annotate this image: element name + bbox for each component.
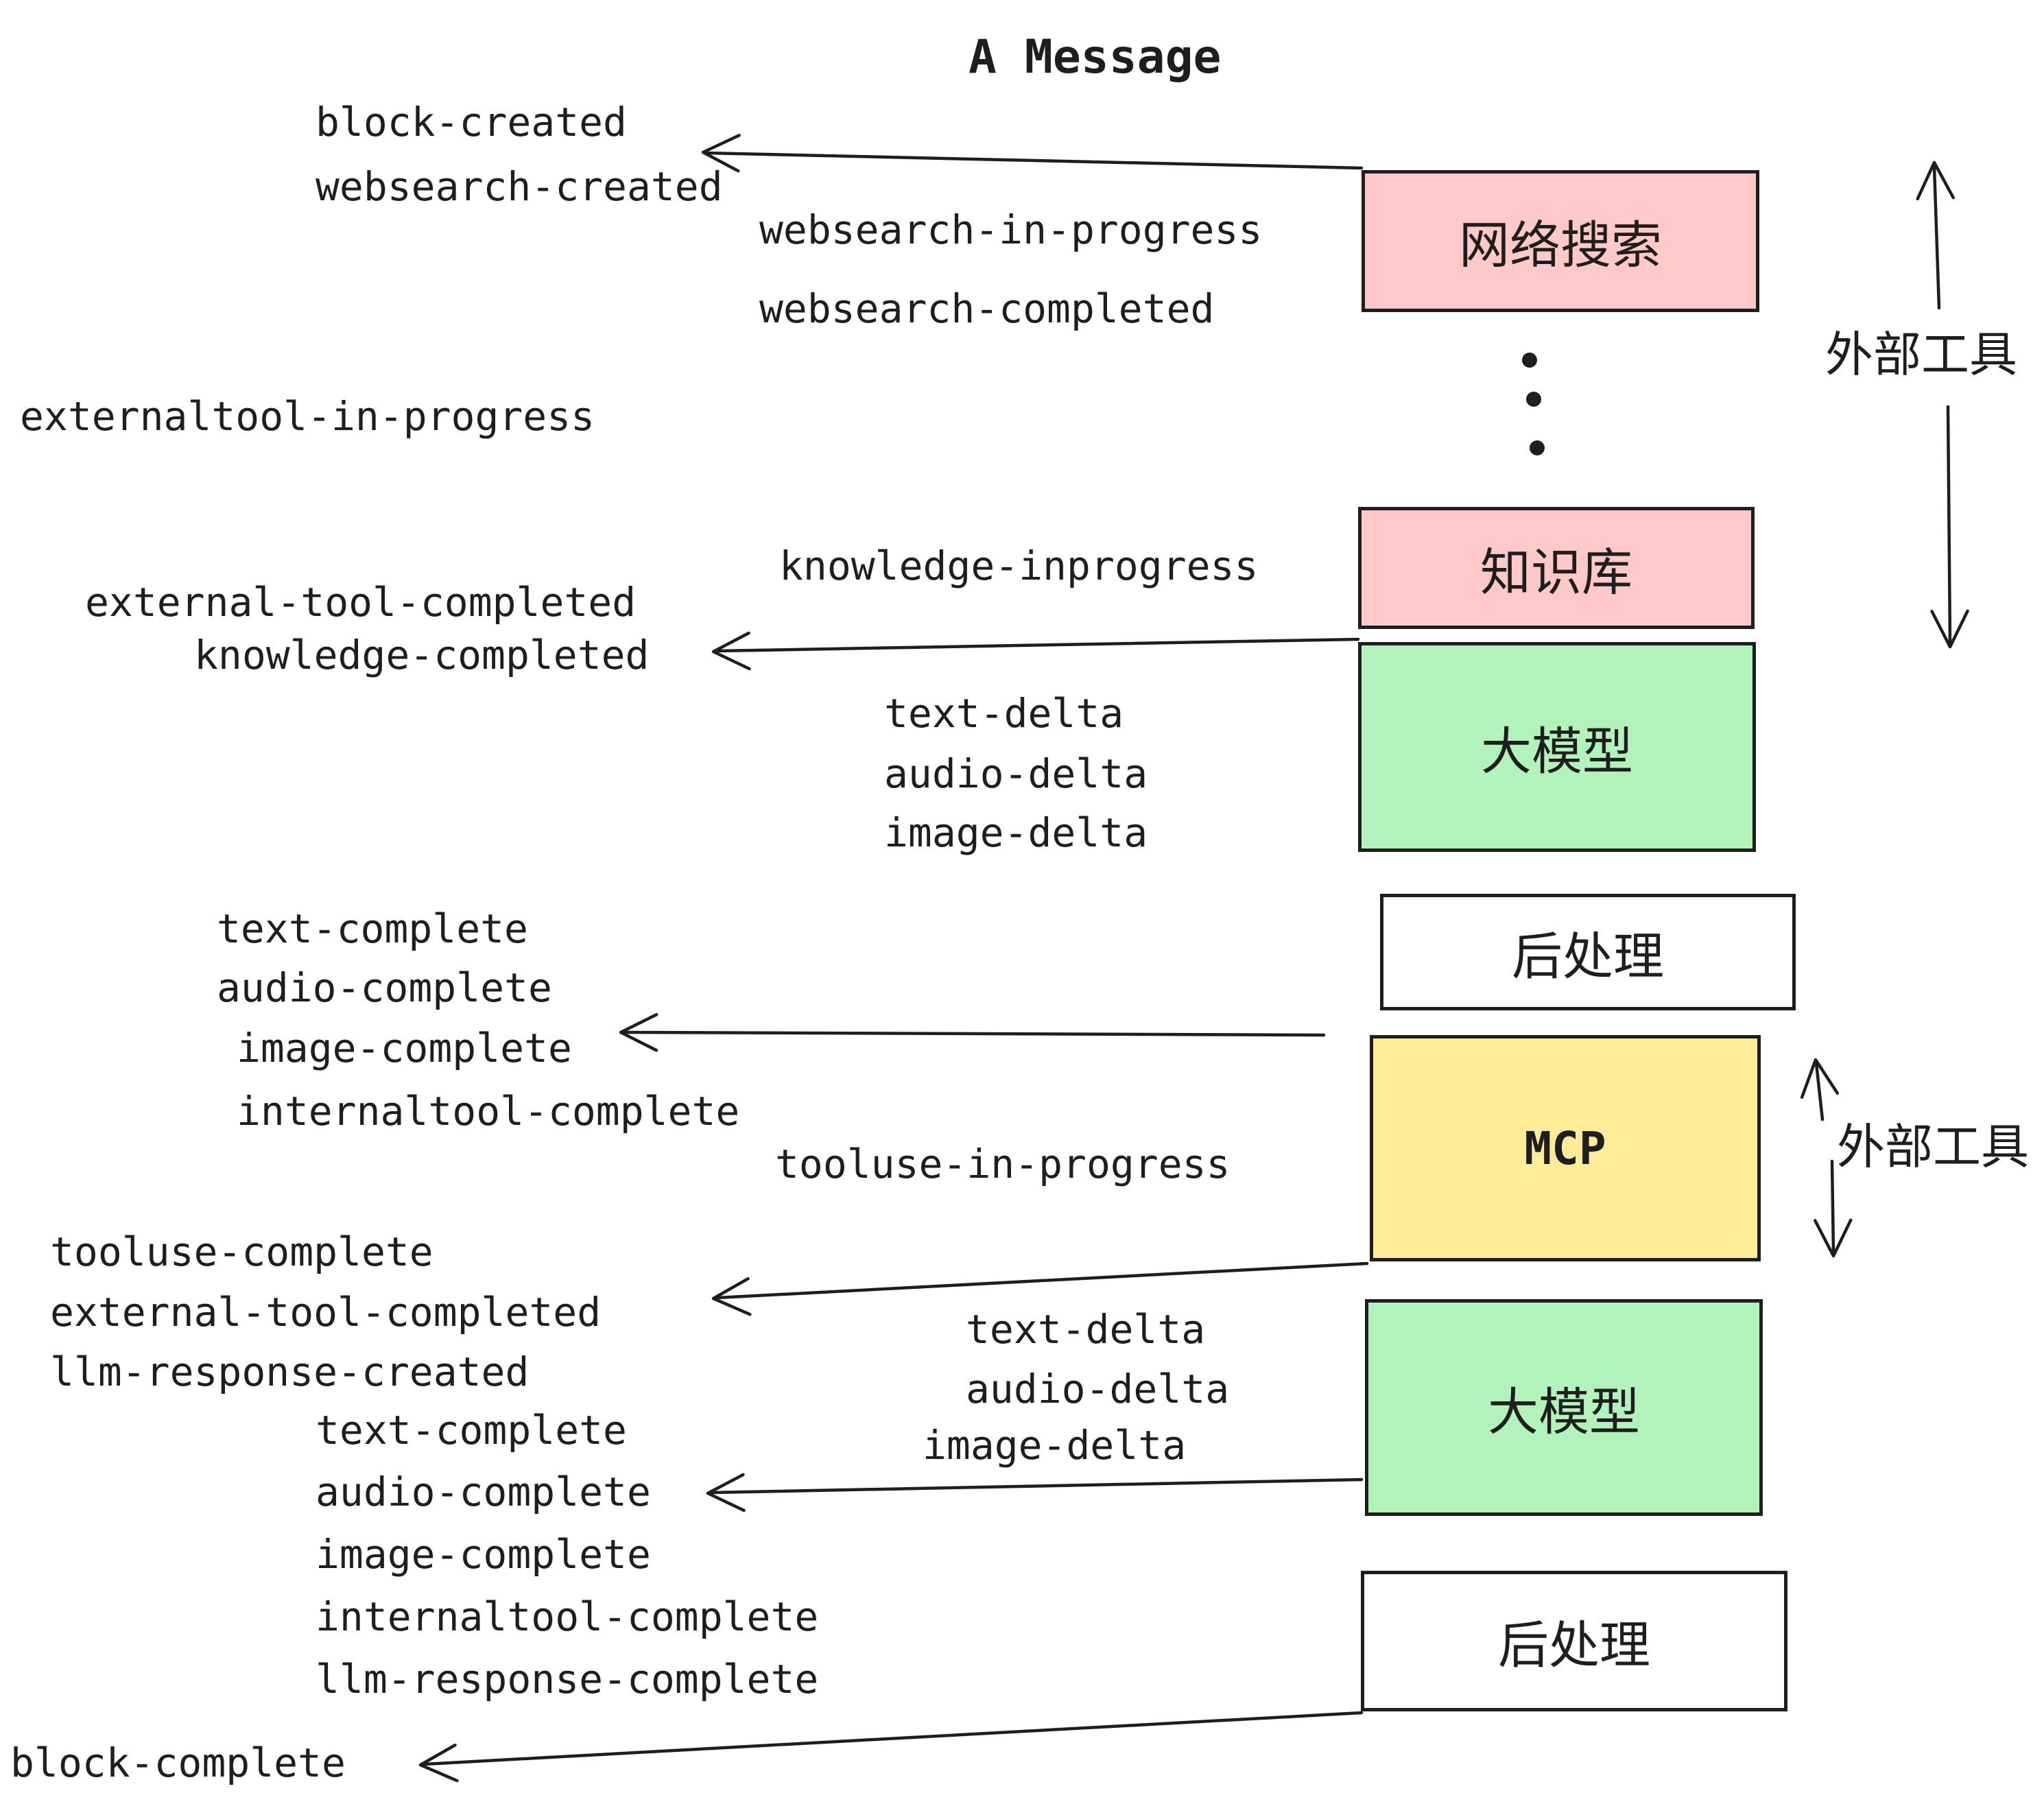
event-label-external-tool-completed-2: external-tool-completed xyxy=(50,1289,602,1336)
event-label-block-complete: block-complete xyxy=(10,1740,346,1786)
arrow-llm-to-complete xyxy=(706,1473,1364,1512)
flow-box-mcp-label: MCP xyxy=(1524,1121,1606,1175)
arrow-mcp-to-tooluse-complete xyxy=(711,1261,1369,1316)
event-label-text-complete-2: text-complete xyxy=(316,1407,627,1453)
double-arrow-external-tools-2 xyxy=(1800,1058,1853,1258)
flow-box-llm-1-label: 大模型 xyxy=(1481,722,1633,781)
event-label-text-complete-1: text-complete xyxy=(217,905,528,952)
event-label-audio-complete-2: audio-complete xyxy=(316,1469,651,1515)
arrow-knowledge-to-completed xyxy=(711,631,1360,671)
event-label-text-delta-2: text-delta xyxy=(966,1306,1206,1353)
diagram-title: A Message xyxy=(968,30,1222,84)
arrow-postprocess-to-complete xyxy=(619,1012,1326,1052)
event-label-audio-delta-1: audio-delta xyxy=(884,750,1148,797)
event-label-audio-complete-1: audio-complete xyxy=(217,964,552,1011)
flow-box-websearch-label: 网络搜索 xyxy=(1459,216,1662,275)
flow-box-llm-2-label: 大模型 xyxy=(1488,1382,1640,1442)
event-label-image-complete-2: image-complete xyxy=(316,1531,651,1578)
event-label-image-delta-2: image-delta xyxy=(923,1422,1187,1469)
event-label-tooluse-complete: tooluse-complete xyxy=(50,1229,433,1275)
flow-box-postprocess-1: 后处理 xyxy=(1380,894,1796,1010)
arrow-websearch-to-created xyxy=(701,134,1364,173)
flow-box-llm-2: 大模型 xyxy=(1365,1299,1763,1516)
event-label-websearch-created: websearch-created xyxy=(316,163,723,210)
flow-box-knowledge: 知识库 xyxy=(1358,507,1755,629)
event-label-internaltool-complete-1: internaltool-complete xyxy=(237,1088,740,1135)
flow-box-postprocess-2: 后处理 xyxy=(1361,1571,1787,1711)
flow-box-postprocess-1-label: 后处理 xyxy=(1512,927,1664,986)
event-label-internaltool-complete-2: internaltool-complete xyxy=(316,1593,819,1640)
event-label-knowledge-inprogress: knowledge-inprogress xyxy=(779,543,1259,589)
ellipsis-dots xyxy=(1522,353,1545,455)
event-label-websearch-in-progress: websearch-in-progress xyxy=(759,206,1263,253)
event-label-block-created: block-created xyxy=(316,99,627,145)
side-label-external-tools-2: 外部工具 xyxy=(1835,1119,2030,1175)
event-label-audio-delta-2: audio-delta xyxy=(966,1366,1230,1412)
event-label-image-complete-1: image-complete xyxy=(237,1025,572,1071)
event-label-llm-response-created: llm-response-created xyxy=(50,1349,530,1395)
arrow-postprocess-to-block-complete xyxy=(418,1711,1364,1783)
flow-box-mcp: MCP xyxy=(1370,1035,1761,1261)
event-label-external-tool-completed-1: external-tool-completed xyxy=(85,579,637,626)
event-label-llm-response-complete: llm-response-complete xyxy=(316,1656,819,1702)
event-label-text-delta-1: text-delta xyxy=(884,690,1124,737)
double-arrow-external-tools-1 xyxy=(1916,161,1969,649)
event-label-externaltool-in-progress: externaltool-in-progress xyxy=(20,393,595,440)
flow-box-websearch: 网络搜索 xyxy=(1362,170,1759,312)
flow-box-postprocess-2-label: 后处理 xyxy=(1498,1616,1650,1675)
event-label-knowledge-completed: knowledge-completed xyxy=(194,632,650,678)
event-label-tooluse-in-progress: tooluse-in-progress xyxy=(775,1141,1231,1187)
flow-box-llm-1: 大模型 xyxy=(1358,642,1756,852)
event-label-websearch-completed: websearch-completed xyxy=(759,285,1215,332)
flow-box-knowledge-label: 知识库 xyxy=(1480,543,1632,602)
side-label-external-tools-1: 外部工具 xyxy=(1824,327,2019,383)
event-label-image-delta-1: image-delta xyxy=(884,809,1148,856)
